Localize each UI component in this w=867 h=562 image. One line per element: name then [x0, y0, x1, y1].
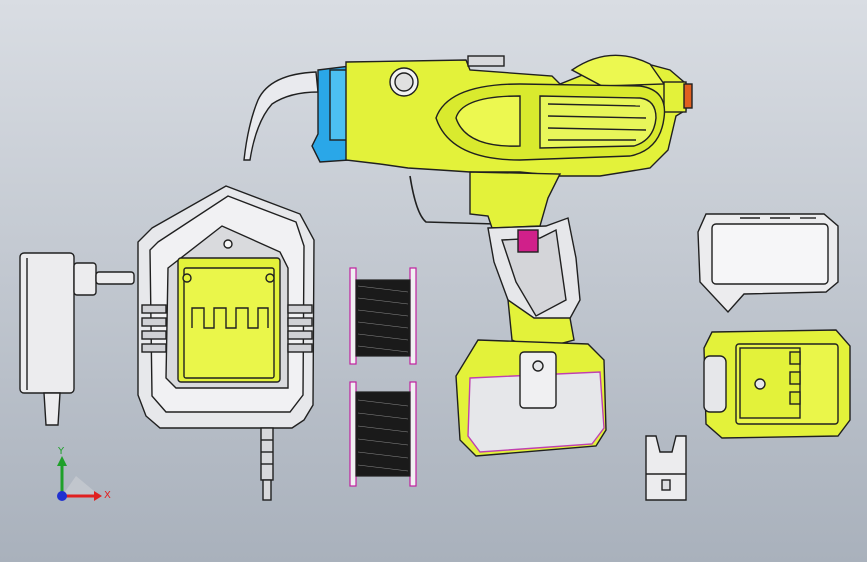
x-axis-head-icon: [94, 491, 102, 501]
x-axis-label: X: [104, 490, 111, 501]
charger-led-icon: [223, 239, 233, 249]
rebar-tier-gun[interactable]: [243, 54, 693, 457]
z-axis-icon: [57, 491, 67, 501]
wall-power-adapter[interactable]: [19, 252, 135, 426]
orientation-triad: X Y: [57, 446, 111, 501]
belt-clip[interactable]: [645, 435, 687, 501]
y-axis-head-icon: [57, 456, 67, 466]
battery-cover[interactable]: [697, 213, 839, 314]
y-axis-label: Y: [57, 446, 65, 457]
triad-plane-icon: [62, 476, 100, 496]
battery-charger[interactable]: [137, 185, 315, 501]
battery-pack[interactable]: [703, 329, 851, 439]
wire-spool[interactable]: [349, 267, 417, 365]
wire-spool[interactable]: [349, 381, 417, 487]
